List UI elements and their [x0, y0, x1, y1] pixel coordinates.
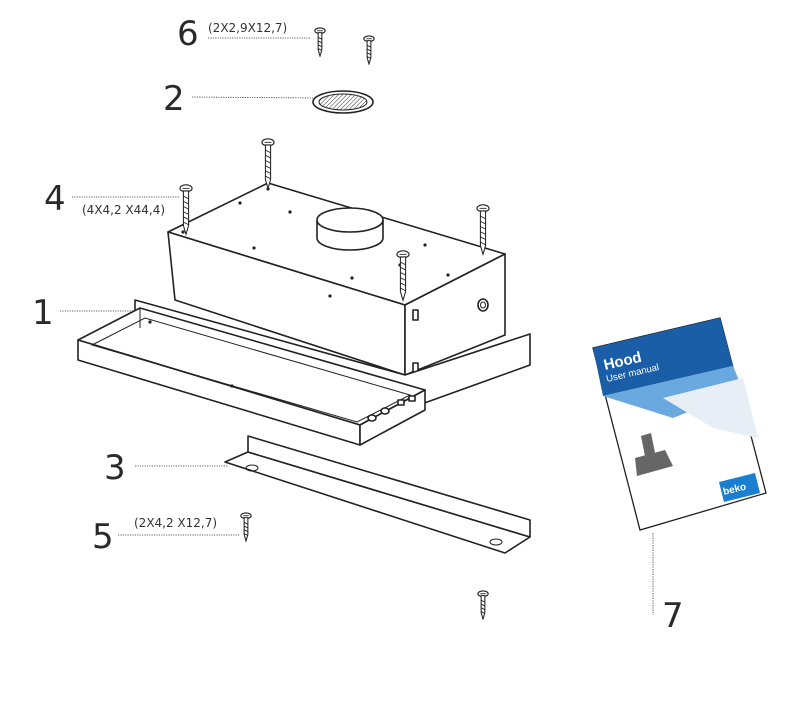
callout-6-number: 6 — [177, 14, 199, 54]
brand-label: beko — [722, 482, 747, 498]
beko-logo: beko — [719, 473, 760, 502]
callout-1-number: 1 — [32, 293, 54, 333]
part-1-hood-body — [77, 182, 531, 446]
callout-3-number: 3 — [104, 448, 126, 488]
callout-numbers: 6 (2X2,9X12,7) 2 4 (4X4,2 X44,4) 1 3 5 (… — [32, 14, 684, 636]
callout-4-number: 4 — [44, 179, 66, 219]
callout-6-spec: (2X2,9X12,7) — [208, 21, 287, 35]
callout-7-number: 7 — [662, 596, 684, 636]
callout-5-number: 5 — [92, 517, 114, 557]
part-3-bracket — [224, 435, 531, 554]
hood-icon — [635, 433, 673, 476]
leader-lines — [60, 37, 654, 615]
part-7-user-manual: Hood User manual beko — [592, 317, 767, 531]
part-2-grille — [312, 90, 374, 114]
part-6-screws — [314, 27, 375, 65]
callout-5-spec: (2X4,2 X12,7) — [134, 516, 217, 530]
callout-4-spec: (4X4,2 X44,4) — [82, 203, 165, 217]
callout-2-number: 2 — [163, 79, 185, 119]
manual-header-band — [593, 318, 733, 396]
